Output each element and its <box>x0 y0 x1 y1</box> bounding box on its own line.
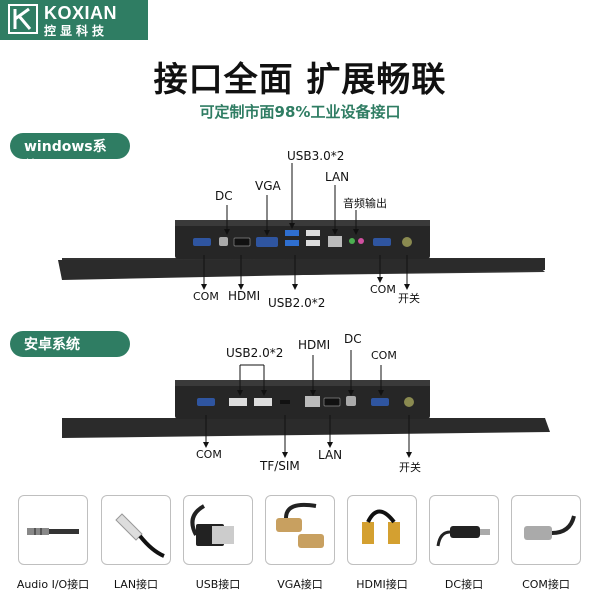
label-usb20: USB2.0*2 <box>226 346 284 360</box>
interface-label: HDMI接口 <box>356 578 408 591</box>
label-power: 开关 <box>398 292 420 305</box>
usb20-port <box>306 240 320 246</box>
dc-plug-icon <box>429 495 499 565</box>
usb-cable-icon <box>183 495 253 565</box>
audio-port <box>349 238 355 244</box>
com-cable-icon <box>511 495 581 565</box>
power-button <box>402 237 412 247</box>
vga-cable-icon <box>265 495 335 565</box>
brand-logo: KOXIAN 控显科技 <box>0 0 148 40</box>
label-vga: VGA <box>255 179 281 193</box>
usb30-port <box>285 230 299 236</box>
label-usb20: USB2.0*2 <box>268 296 326 310</box>
lan-port <box>328 236 342 247</box>
tfsim-slot <box>280 400 290 404</box>
headline: 接口全面 扩展畅联 <box>153 60 447 100</box>
brand-name-cn: 控显科技 <box>44 24 109 38</box>
interface-label: DC接口 <box>444 578 484 591</box>
interface-label: USB接口 <box>195 578 241 591</box>
label-dc: DC <box>215 189 233 203</box>
label-hdmi: HDMI <box>298 338 331 352</box>
hdmi-port <box>233 237 251 247</box>
interface-label: VGA接口 <box>277 578 323 591</box>
audio-jack-icon <box>18 495 88 565</box>
vga-port <box>256 237 278 247</box>
interface-label: COM接口 <box>522 578 570 591</box>
windows-tag: windows系统 <box>10 133 130 175</box>
com-port <box>197 398 215 406</box>
label-com-bottom: COM <box>196 448 222 461</box>
dc-port <box>346 396 356 406</box>
label-lan: LAN <box>325 170 350 184</box>
lan-port <box>305 396 320 407</box>
dc-port <box>219 237 228 246</box>
com-port <box>371 398 389 406</box>
label-dc: DC <box>344 332 362 346</box>
label-hdmi: HDMI <box>228 289 261 303</box>
android-device <box>62 350 550 458</box>
interface-label: LAN接口 <box>113 578 159 591</box>
label-power: 开关 <box>399 461 421 474</box>
usb20-port <box>229 398 247 406</box>
label-tfsim: TF/SIM <box>260 459 300 473</box>
label-com-top: COM <box>371 349 397 362</box>
logo-mark-icon <box>8 4 38 34</box>
windows-device <box>58 163 545 290</box>
hdmi-port <box>323 397 341 407</box>
brand-name-en: KOXIAN <box>44 3 118 23</box>
subheadline: 可定制市面98%工业设备接口 <box>199 103 401 121</box>
audio-port <box>358 238 364 244</box>
com-port <box>373 238 391 246</box>
usb20-port <box>254 398 272 406</box>
label-lan: LAN <box>318 448 343 462</box>
power-button <box>404 397 414 407</box>
usb20-port <box>306 230 320 236</box>
com-port <box>193 238 211 246</box>
hdmi-cable-icon <box>347 495 417 565</box>
lan-cable-icon <box>101 495 171 565</box>
label-com-right: COM <box>370 283 396 296</box>
label-audio: 音频输出 <box>343 197 387 210</box>
android-tag: 安卓系统 <box>10 331 130 357</box>
label-com-left: COM <box>193 290 219 303</box>
interface-label: Audio I/O接口 <box>16 578 90 591</box>
usb30-port <box>285 240 299 246</box>
label-usb30: USB3.0*2 <box>287 149 345 163</box>
